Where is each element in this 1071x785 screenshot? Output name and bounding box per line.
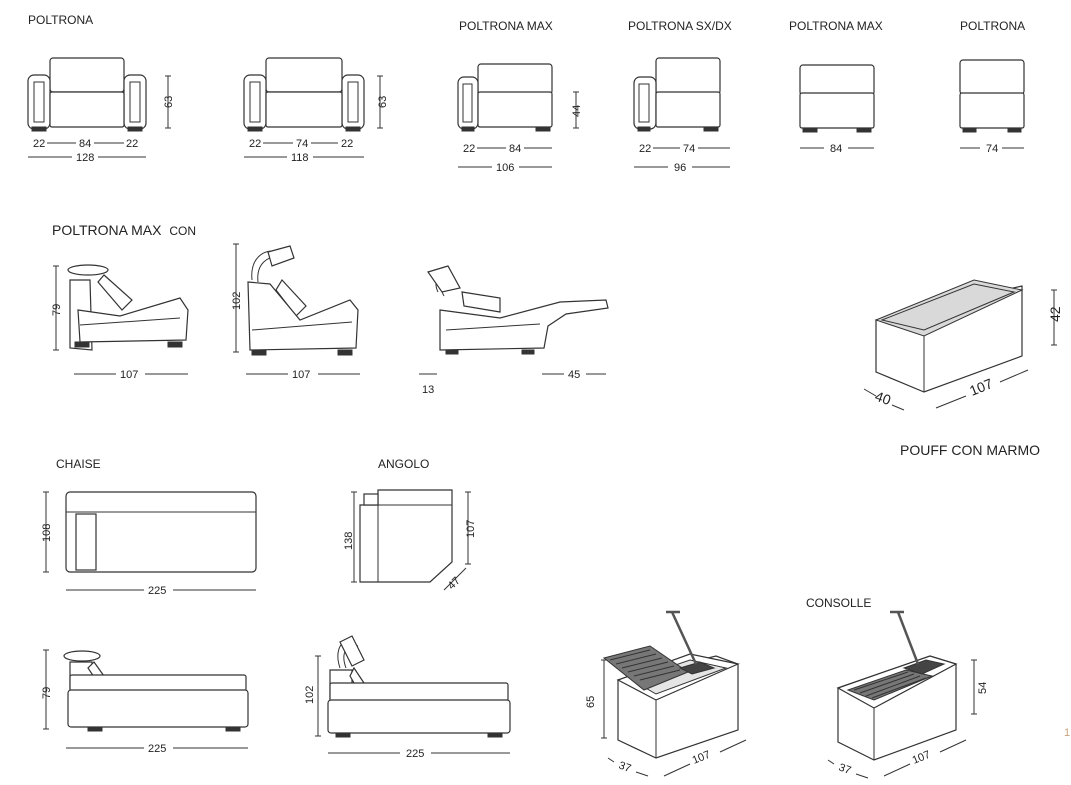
- label-poltrona-max-con-b: CON: [169, 224, 196, 238]
- dim-225-c: 225: [406, 748, 424, 760]
- dim-107-e: 107: [691, 749, 713, 767]
- armchair-sxdx-dims: 22 74 96: [634, 143, 730, 174]
- dim-22-c: 22: [249, 138, 261, 150]
- dim-225-b: 225: [148, 743, 166, 755]
- armchair-max-106-dims: 44 22 84 106: [458, 91, 583, 174]
- dim-45: 45: [568, 369, 580, 381]
- dim-107-a: 107: [120, 369, 138, 381]
- recliner-reclined-dims: 13 45: [419, 369, 606, 396]
- dim-22-d: 22: [341, 138, 353, 150]
- dim-74-a: 74: [296, 138, 308, 150]
- armchair-max-84-drawing: [799, 64, 875, 133]
- dim-107-b: 107: [292, 369, 310, 381]
- recliner-headrest-dims: 102 107: [231, 243, 360, 381]
- dim-107-d: 107: [465, 520, 477, 538]
- dim-118: 118: [291, 152, 309, 164]
- dim-44: 44: [571, 105, 583, 117]
- dim-63-a: 63: [163, 96, 175, 108]
- chaise-top-dims: 108 225: [41, 491, 256, 597]
- pouff-marble-drawing: [874, 279, 1024, 393]
- dim-54: 54: [977, 682, 989, 694]
- recliner-side-headrest: [247, 245, 359, 356]
- recliner-side-upright: [67, 264, 189, 351]
- dim-84-b: 84: [509, 143, 521, 155]
- chaise-side-drawing: [63, 650, 249, 732]
- dim-225-a: 225: [148, 585, 166, 597]
- angolo-top-drawing: [359, 489, 453, 583]
- label-consolle: CONSOLLE: [806, 596, 871, 610]
- label-angolo: ANGOLO: [378, 457, 429, 471]
- dim-65: 65: [585, 696, 597, 708]
- chaise-top-drawing: [65, 491, 257, 573]
- label-poltrona-max-con: POLTRONA MAX CON: [52, 222, 196, 238]
- chaise-side-dims: 79 225: [41, 649, 248, 755]
- dim-47: 47: [446, 575, 463, 592]
- armchair-max-106-drawing: [457, 63, 553, 132]
- armchair-74-drawing: [959, 59, 1025, 133]
- dim-79-b: 79: [41, 687, 53, 699]
- label-poltrona-max-con-a: POLTRONA MAX: [52, 222, 162, 238]
- dim-13: 13: [422, 384, 434, 396]
- dim-22-a: 22: [33, 138, 45, 150]
- armchair-128-dims: 63 22 84 22 128: [28, 75, 175, 164]
- armchair-sxdx-drawing: [633, 57, 721, 132]
- dim-74-c: 74: [986, 143, 998, 155]
- armchair-118-drawing: [243, 57, 365, 132]
- dim-84-a: 84: [79, 138, 91, 150]
- dim-108: 108: [41, 524, 53, 542]
- dim-22-f: 22: [639, 143, 651, 155]
- dim-22-e: 22: [463, 143, 475, 155]
- armchair-max-84-dims: 84: [800, 143, 874, 155]
- chaise-side-headrest-drawing: [327, 635, 511, 738]
- dim-63-b: 63: [377, 96, 389, 108]
- angolo-dims: 138 107 47: [343, 491, 477, 592]
- armchair-128-drawing: [27, 57, 147, 132]
- dim-138: 138: [343, 532, 355, 550]
- dim-107-f: 107: [911, 749, 933, 767]
- dim-37-a: 37: [617, 760, 633, 775]
- dim-96: 96: [674, 162, 686, 174]
- consolle-closed-drawing: [836, 610, 958, 761]
- dim-79-a: 79: [51, 304, 63, 316]
- label-poltrona-max-1: POLTRONA MAX: [459, 19, 553, 33]
- page-number: 1: [1064, 727, 1070, 739]
- dim-106: 106: [496, 162, 514, 174]
- armchair-118-dims: 63 22 74 22 118: [244, 75, 389, 164]
- label-poltrona-1: POLTRONA: [28, 13, 93, 27]
- dim-22-b: 22: [126, 138, 138, 150]
- dim-84-c: 84: [830, 143, 842, 155]
- recliner-upright-dims: 79 107: [51, 265, 188, 381]
- dim-102-a: 102: [231, 292, 243, 310]
- label-pouff: POUFF CON MARMO: [900, 442, 1040, 458]
- dim-40: 40: [873, 388, 893, 408]
- dim-37-b: 37: [837, 762, 853, 777]
- dim-74-b: 74: [683, 143, 695, 155]
- label-poltrona-max-2: POLTRONA MAX: [789, 19, 883, 33]
- armchair-74-dims: 74: [960, 143, 1024, 155]
- dim-102-b: 102: [304, 686, 316, 704]
- recliner-side-reclined: [427, 265, 609, 355]
- chaise-side-headrest-dims: 102 225: [304, 655, 510, 760]
- dim-128: 128: [76, 152, 94, 164]
- consolle-open-drawing: [602, 610, 740, 759]
- label-chaise: CHAISE: [56, 457, 101, 471]
- label-poltrona-2: POLTRONA: [960, 19, 1025, 33]
- label-poltrona-sxdx: POLTRONA SX/DX: [628, 19, 732, 33]
- dim-107-c: 107: [967, 375, 995, 399]
- dim-42: 42: [1047, 306, 1063, 322]
